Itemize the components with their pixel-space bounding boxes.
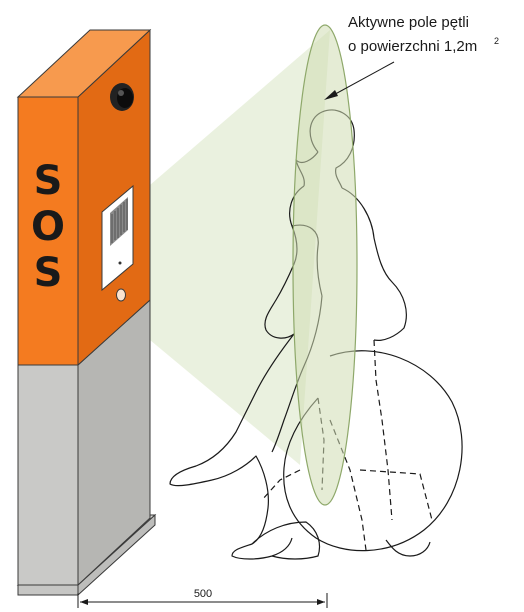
- indicator-dot-icon: [118, 261, 122, 265]
- call-button-icon: [116, 288, 126, 302]
- dimension-value: 500: [194, 588, 212, 600]
- camera-icon: [110, 83, 134, 111]
- annotation-line-2: o powierzchni 1,2m: [348, 38, 477, 55]
- sos-letter-s1: S: [34, 158, 63, 204]
- intercom-panel: [101, 184, 134, 292]
- induction-field-cone: [150, 30, 330, 465]
- active-loop-field: [292, 24, 358, 506]
- pillar-upper: [16, 28, 152, 367]
- sos-letter-s2: S: [34, 250, 63, 296]
- annotation-leader: [324, 61, 395, 100]
- annotation-line-1: Aktywne pole pętli: [348, 14, 469, 31]
- speaker-grille-icon: [110, 197, 128, 246]
- sos-letter-o: O: [31, 204, 65, 250]
- dimension-line: [77, 593, 328, 608]
- annotation-superscript: 2: [494, 36, 499, 46]
